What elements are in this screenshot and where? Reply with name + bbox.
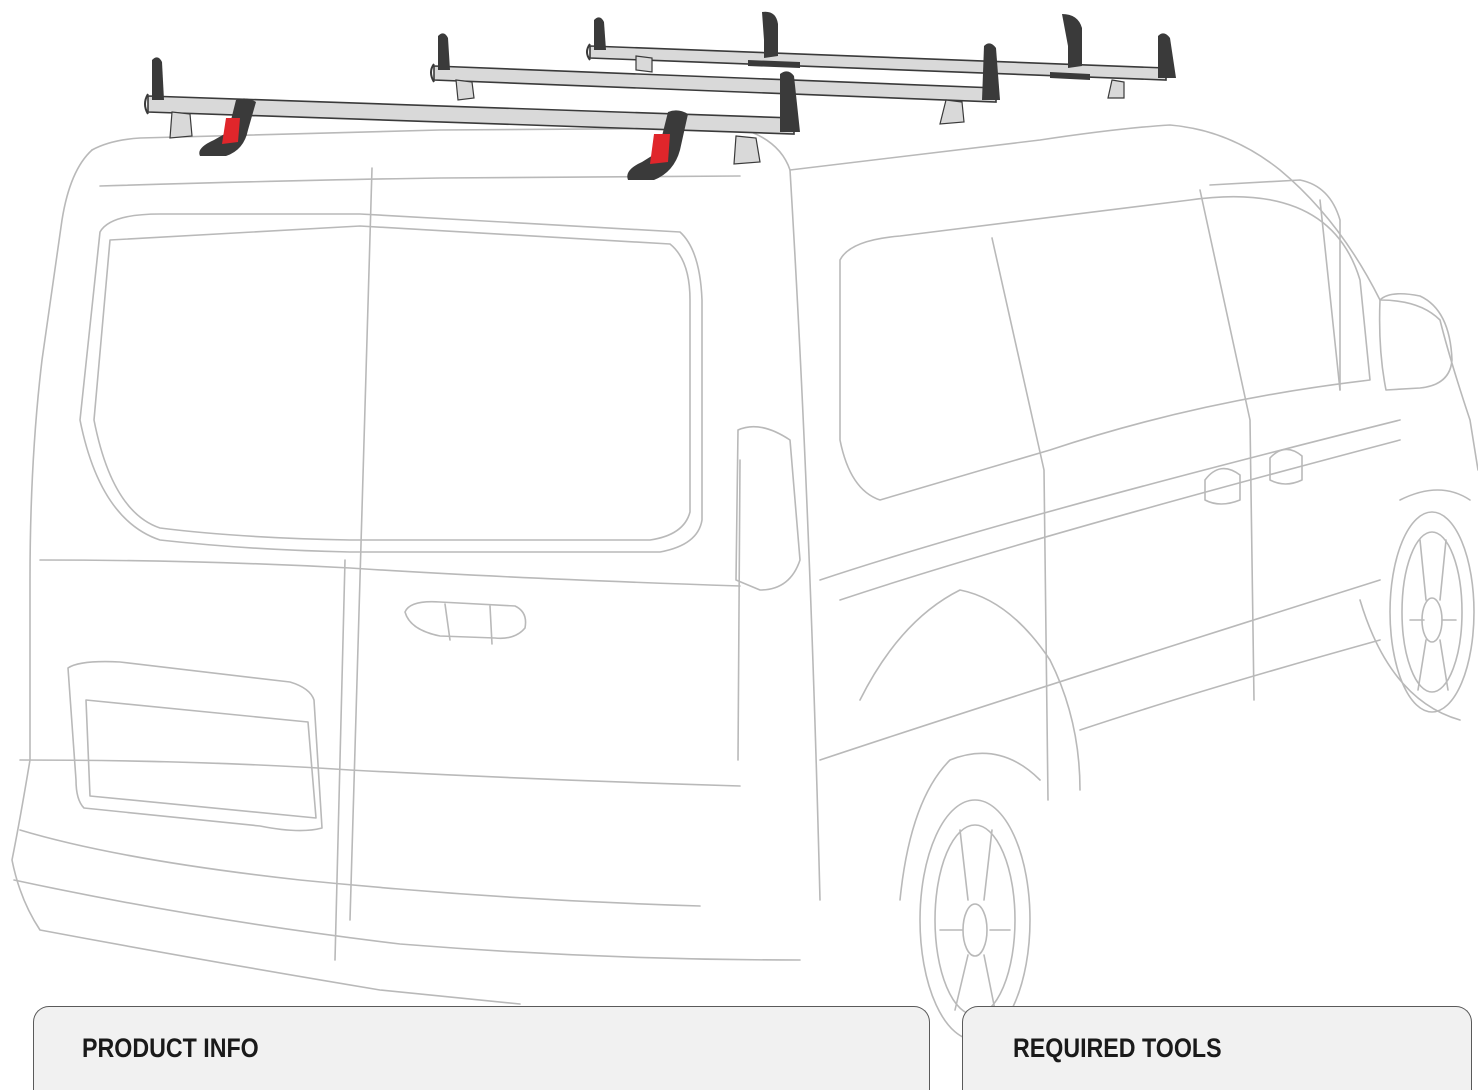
rack-bar-middle: [430, 33, 1000, 125]
required-tools-panel: REQUIRED TOOLS: [962, 1006, 1472, 1090]
rack-bar-front: [144, 57, 800, 180]
rack-bar-rear: [586, 11, 1176, 99]
roof-rack: [144, 11, 1176, 180]
product-info-title: PRODUCT INFO: [82, 1033, 259, 1063]
product-info-panel: PRODUCT INFO: [33, 1006, 930, 1090]
clamp-left: [199, 98, 256, 156]
clamp-right: [627, 110, 688, 180]
van-outline: [11, 124, 1478, 1041]
required-tools-title: REQUIRED TOOLS: [1013, 1033, 1222, 1063]
